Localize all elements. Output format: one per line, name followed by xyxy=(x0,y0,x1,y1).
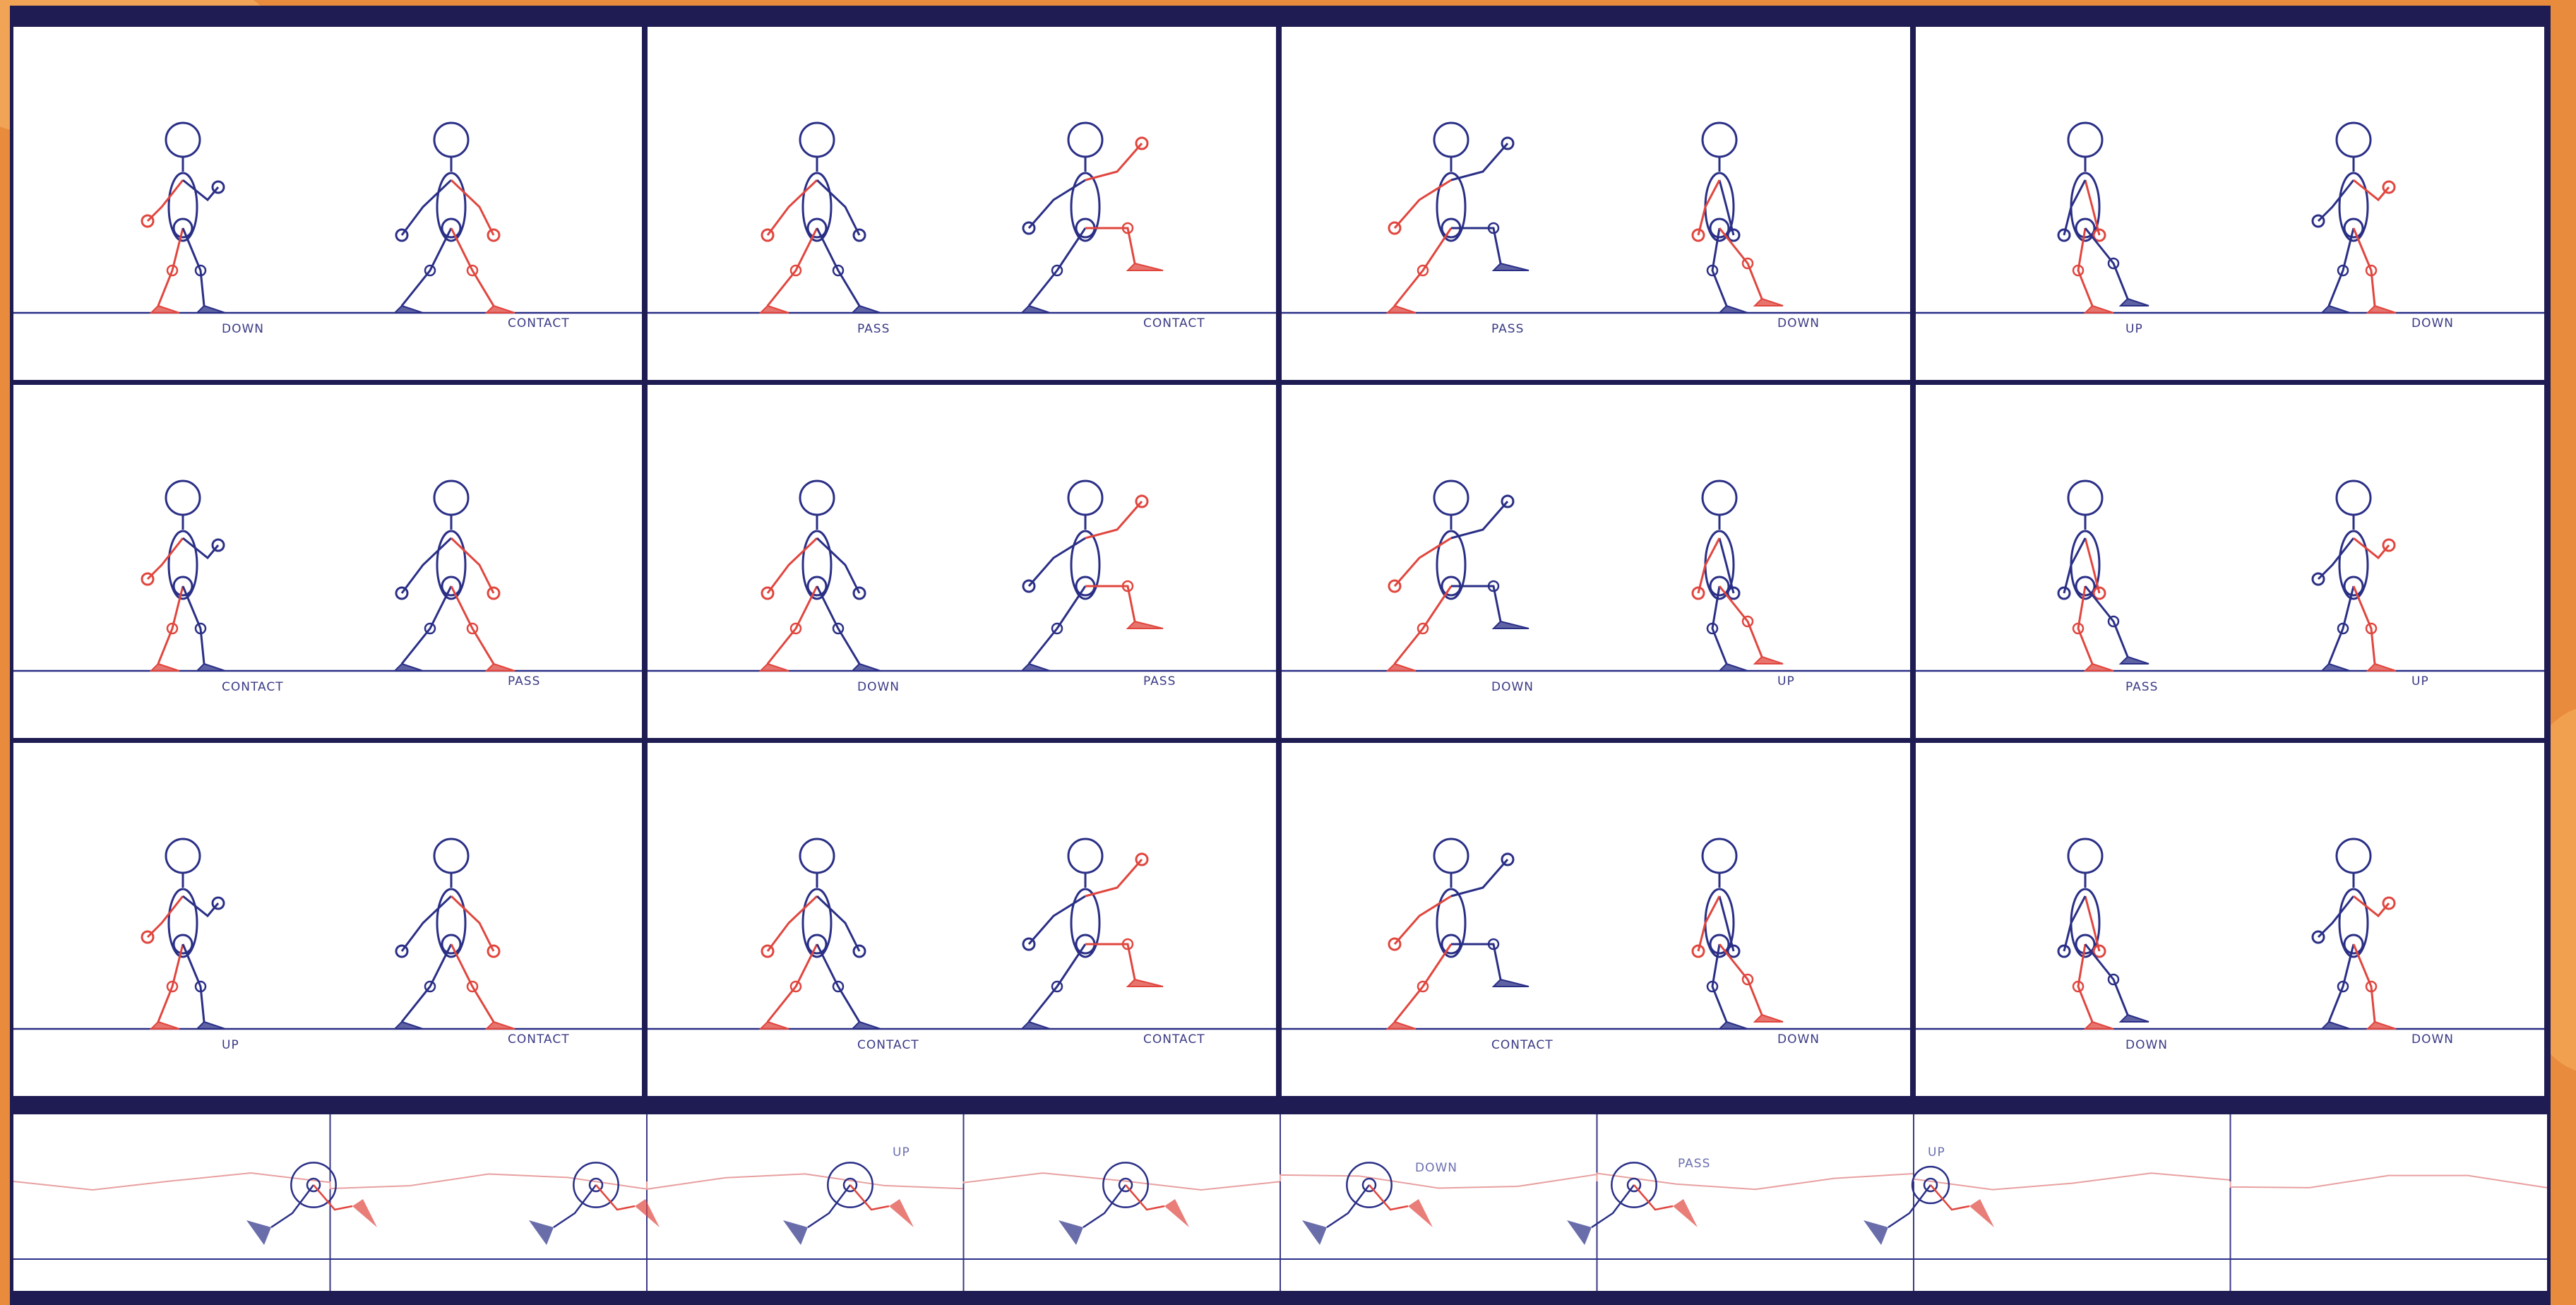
strip-annotation: UP xyxy=(1928,1145,1945,1160)
pose-label: CONTACT xyxy=(857,1038,919,1052)
pose-label: CONTACT xyxy=(222,680,284,694)
pose-label: UP xyxy=(1777,674,1795,689)
story-panel xyxy=(1282,385,1910,738)
pose-label: CONTACT xyxy=(1143,1032,1205,1047)
pose-label: CONTACT xyxy=(1491,1038,1554,1052)
pose-label: DOWN xyxy=(1777,1032,1820,1047)
storyboard-sheet: DOWN CONTACT PASS CONTACT PASS DOWN UP D… xyxy=(10,6,2551,1305)
pose-label: CONTACT xyxy=(508,316,570,330)
strip-annotation: UP xyxy=(893,1145,910,1160)
pose-label: PASS xyxy=(1491,322,1524,336)
pose-label: PASS xyxy=(857,322,890,336)
pose-label: DOWN xyxy=(2125,1038,2168,1052)
pose-label: CONTACT xyxy=(508,1032,570,1047)
pose-label: DOWN xyxy=(222,322,264,336)
pose-label: PASS xyxy=(508,674,540,689)
pose-label: DOWN xyxy=(1491,680,1534,694)
strip-annotation: PASS xyxy=(1678,1157,1710,1171)
story-panel xyxy=(648,385,1276,738)
strip-annotation: DOWN xyxy=(1415,1161,1457,1175)
story-panel xyxy=(1916,385,2544,738)
pose-label: DOWN xyxy=(2411,316,2454,330)
pose-label: UP xyxy=(222,1038,239,1052)
pose-label: PASS xyxy=(1143,674,1176,689)
storyboard-drawing xyxy=(10,6,2551,1305)
pose-label: DOWN xyxy=(2411,1032,2454,1047)
pose-label: DOWN xyxy=(857,680,900,694)
pose-label: UP xyxy=(2411,674,2429,689)
pose-label: DOWN xyxy=(1777,316,1820,330)
pose-label: PASS xyxy=(2125,680,2158,694)
story-panel xyxy=(13,385,642,738)
pose-label: UP xyxy=(2125,322,2143,336)
pose-label: CONTACT xyxy=(1143,316,1205,330)
